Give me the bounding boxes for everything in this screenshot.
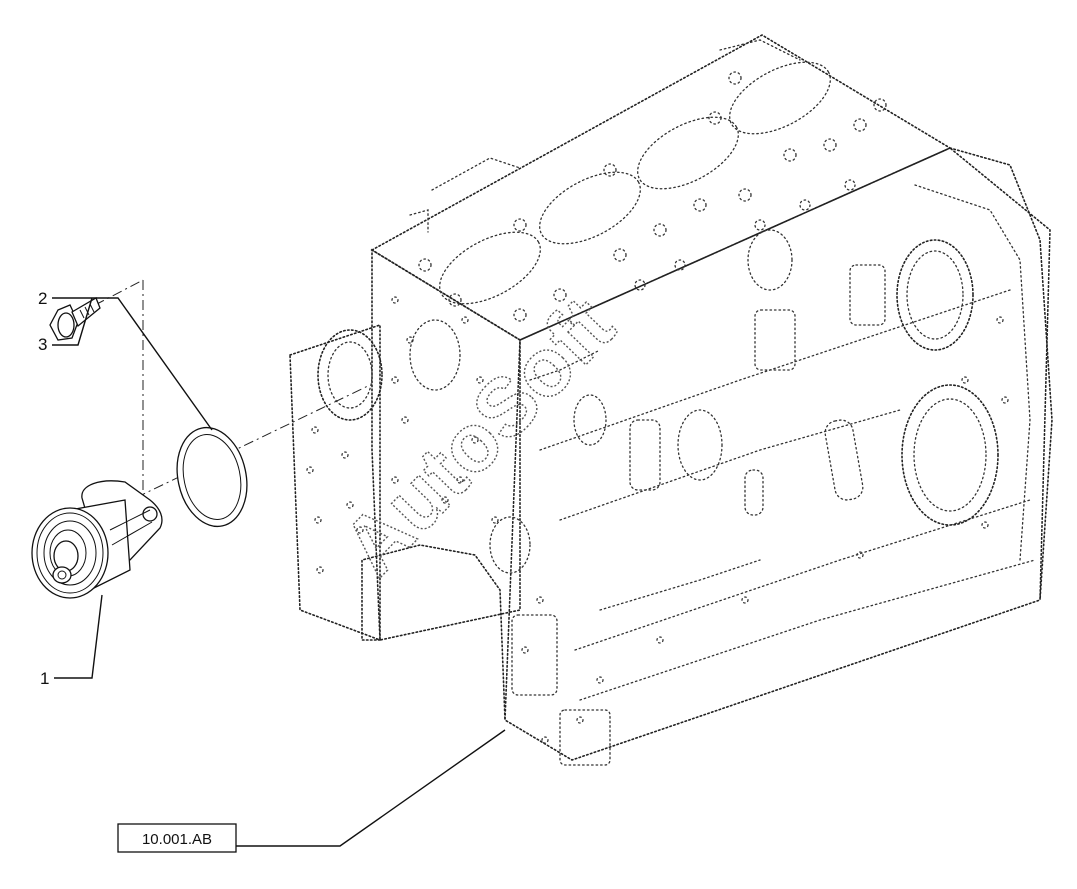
- o-ring-seal: [176, 426, 248, 528]
- reference-box: [117, 823, 237, 853]
- callout-1: 1: [40, 594, 103, 688]
- water-pump-assembly: [31, 480, 163, 599]
- callout-2: 2: [38, 289, 213, 431]
- callout-1-label: 1: [40, 669, 49, 688]
- reference-label: 10.001.AB: [142, 831, 212, 848]
- engine-block: [289, 34, 1053, 766]
- callout-2-label: 2: [38, 289, 47, 308]
- callout-3-label: 3: [38, 335, 47, 354]
- watermark-text: AutoSoft: [325, 280, 631, 592]
- bolt-axis: [94, 279, 144, 306]
- callout-3: 3: [38, 297, 93, 354]
- reference-callout: 10.001.AB: [117, 729, 506, 853]
- flange-bolt: [49, 297, 101, 341]
